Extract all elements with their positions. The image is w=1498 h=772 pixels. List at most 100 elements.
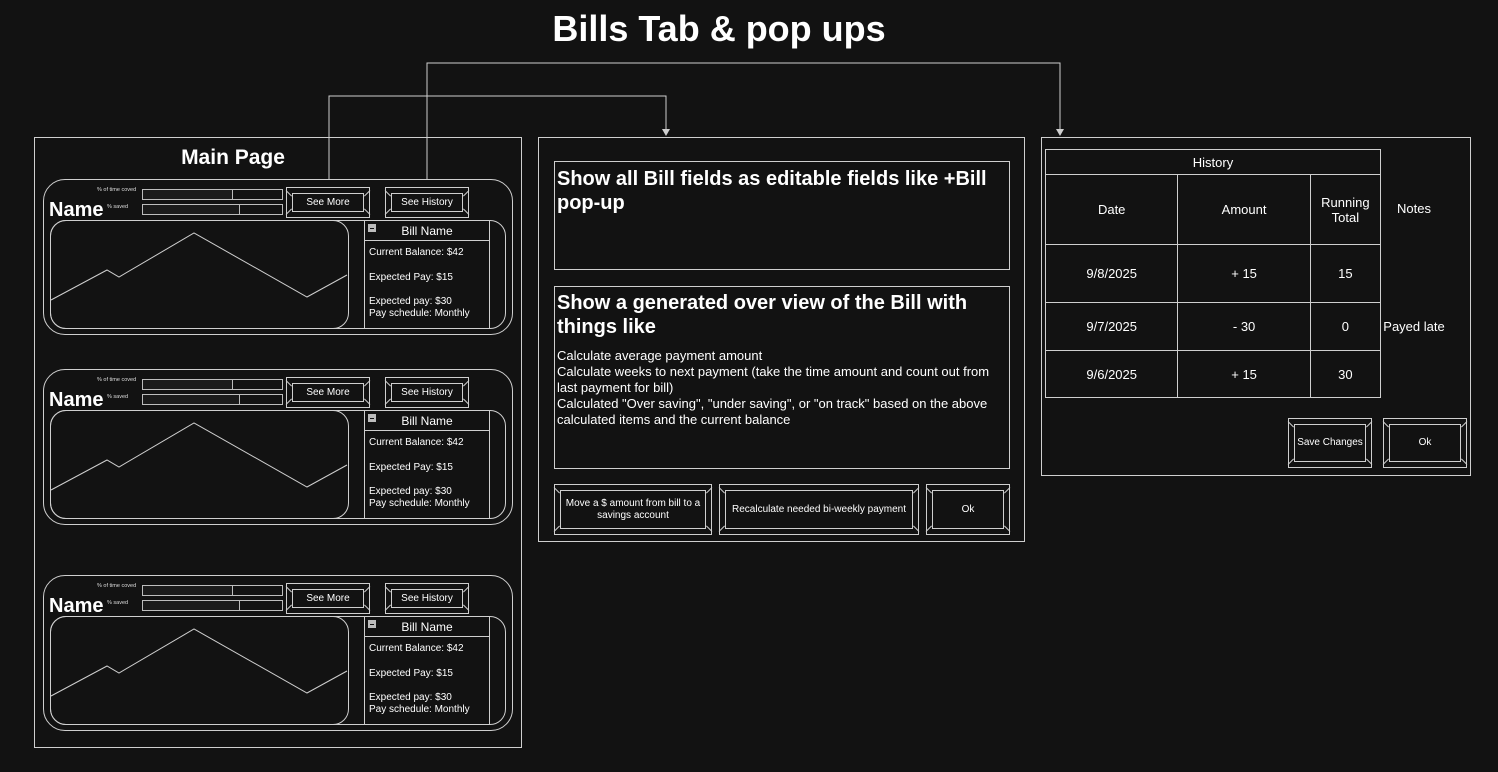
- bar-fill: [143, 586, 234, 595]
- percent-saved-label: % saved: [107, 394, 129, 400]
- pay-schedule: Pay schedule: Monthly: [369, 704, 470, 715]
- card-name: Name: [49, 199, 104, 221]
- main-page-panel: Main Page: [34, 137, 522, 748]
- row-amount[interactable]: + 15: [1177, 244, 1311, 303]
- bill-fields-heading: Show all Bill fields as editable fields …: [557, 168, 987, 214]
- save-changes-label: Save Changes: [1297, 437, 1363, 448]
- bar-fill: [143, 205, 241, 214]
- history-table-title: History: [1045, 149, 1381, 175]
- bar-fill: [143, 190, 234, 199]
- column-header-running-total: Running Total: [1309, 174, 1382, 245]
- current-balance: Current Balance: $42: [369, 643, 464, 654]
- table-row: 9/8/2025 + 15 15: [1044, 244, 1382, 303]
- bill-overview-heading: Show a generated over view of the Bill w…: [557, 292, 968, 338]
- expected-pay-secondary: Expected pay: $30: [369, 486, 452, 497]
- bill-info-header: Bill Name: [365, 221, 489, 241]
- arrow-see-history-to-popup: [426, 62, 1061, 180]
- bar-fill: [143, 601, 241, 610]
- history-ok-button[interactable]: Ok: [1382, 418, 1468, 468]
- current-balance: Current Balance: $42: [369, 437, 464, 448]
- see-more-ok-label: Ok: [961, 503, 975, 515]
- row-notes[interactable]: Payed late: [1383, 319, 1445, 334]
- bill-name: Bill Name: [401, 414, 453, 428]
- trend-line: [51, 232, 348, 301]
- diagram-title: Bills Tab & pop ups: [552, 8, 886, 49]
- see-history-button[interactable]: See History: [384, 377, 470, 408]
- bar-fill: [143, 395, 241, 404]
- see-more-button[interactable]: See More: [285, 377, 371, 408]
- bill-overview-box: Show a generated over view of the Bill w…: [554, 286, 1010, 469]
- trend-graph-svg: [51, 422, 348, 491]
- row-running-total[interactable]: 15: [1309, 244, 1382, 303]
- collapse-icon[interactable]: [368, 414, 376, 422]
- percent-time-covered-label: % of time coved: [97, 377, 137, 383]
- expected-pay: Expected Pay: $15: [369, 462, 453, 473]
- column-header-notes: Notes: [1397, 201, 1431, 216]
- overview-line: Calculate weeks to next payment (take th…: [557, 364, 990, 395]
- collapse-icon[interactable]: [368, 224, 376, 232]
- row-date[interactable]: 9/7/2025: [1044, 302, 1179, 351]
- collapse-icon[interactable]: [368, 620, 376, 628]
- see-more-popup: Show all Bill fields as editable fields …: [538, 137, 1025, 542]
- column-header-amount: Amount: [1177, 174, 1311, 245]
- row-date[interactable]: 9/8/2025: [1044, 244, 1179, 303]
- bill-name: Bill Name: [401, 224, 453, 238]
- bill-card: Name % of time coved % saved See More Se…: [43, 369, 513, 525]
- row-date[interactable]: 9/6/2025: [1044, 350, 1179, 398]
- percent-time-covered-label: % of time coved: [97, 187, 137, 193]
- see-more-label: See More: [306, 196, 350, 208]
- history-popup: History Date Amount Running Total 9/8/20…: [1041, 137, 1471, 476]
- percent-time-covered-bar: [142, 585, 283, 596]
- percent-saved-label: % saved: [107, 204, 129, 210]
- percent-saved-bar: [142, 394, 283, 405]
- row-running-total[interactable]: 30: [1309, 350, 1382, 398]
- save-changes-button[interactable]: Save Changes: [1287, 418, 1373, 468]
- trend-line: [51, 628, 348, 697]
- column-header-date: Date: [1044, 174, 1179, 245]
- trend-graph: [50, 220, 349, 329]
- expected-pay: Expected Pay: $15: [369, 668, 453, 679]
- see-history-label: See History: [401, 386, 453, 398]
- bill-fields-box: Show all Bill fields as editable fields …: [554, 161, 1010, 270]
- row-amount[interactable]: + 15: [1177, 350, 1311, 398]
- expected-pay-secondary: Expected pay: $30: [369, 692, 452, 703]
- percent-saved-bar: [142, 204, 283, 215]
- expected-pay: Expected Pay: $15: [369, 272, 453, 283]
- see-history-button[interactable]: See History: [384, 187, 470, 218]
- bar-fill: [143, 380, 234, 389]
- bill-card: Name % of time coved % saved See More Se…: [43, 575, 513, 731]
- pay-schedule: Pay schedule: Monthly: [369, 498, 470, 509]
- overview-line: Calculate average payment amount: [557, 348, 763, 363]
- row-running-total[interactable]: 0: [1309, 302, 1382, 351]
- see-history-label: See History: [401, 592, 453, 604]
- history-table: History Date Amount Running Total 9/8/20…: [1044, 149, 1382, 398]
- bill-info-header: Bill Name: [365, 617, 489, 637]
- table-row: 9/7/2025 - 30 0: [1044, 302, 1382, 351]
- history-ok-label: Ok: [1418, 437, 1432, 448]
- arrow-head-see-more: [662, 129, 670, 136]
- trend-graph: [50, 410, 349, 519]
- bill-info-box: Bill Name Current Balance: $42 Expected …: [364, 616, 490, 725]
- percent-saved-bar: [142, 600, 283, 611]
- row-amount[interactable]: - 30: [1177, 302, 1311, 351]
- current-balance: Current Balance: $42: [369, 247, 464, 258]
- bill-card: Name % of time coved % saved See More Se…: [43, 179, 513, 335]
- table-row: 9/6/2025 + 15 30: [1044, 350, 1382, 398]
- see-more-ok-button[interactable]: Ok: [925, 484, 1011, 535]
- card-name: Name: [49, 389, 104, 411]
- arrow-head-see-history: [1056, 129, 1064, 136]
- trend-graph-svg: [51, 232, 348, 301]
- see-more-button[interactable]: See More: [285, 187, 371, 218]
- move-to-savings-button[interactable]: Move a $ amount from bill to a savings a…: [553, 484, 713, 535]
- see-history-label: See History: [401, 196, 453, 208]
- bill-info-box: Bill Name Current Balance: $42 Expected …: [364, 410, 490, 519]
- percent-time-covered-label: % of time coved: [97, 583, 137, 589]
- move-to-savings-label: Move a $ amount from bill to a savings a…: [565, 497, 701, 521]
- recalculate-payment-label: Recalculate needed bi-weekly payment: [732, 503, 906, 515]
- recalculate-payment-button[interactable]: Recalculate needed bi-weekly payment: [718, 484, 920, 535]
- trend-line: [51, 422, 348, 491]
- see-more-button[interactable]: See More: [285, 583, 371, 614]
- see-history-button[interactable]: See History: [384, 583, 470, 614]
- see-more-label: See More: [306, 386, 350, 398]
